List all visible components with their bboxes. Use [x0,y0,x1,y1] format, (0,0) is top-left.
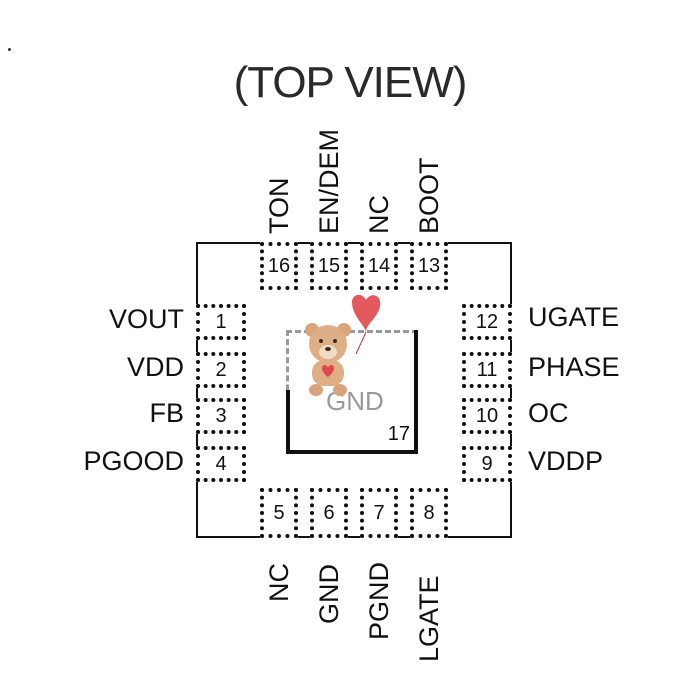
pin-14-pad: 14 [360,242,398,290]
ic-package: 16 15 14 13 5 6 7 8 1 2 3 4 12 11 10 9 G… [196,242,512,538]
pin-9-label: VDDP [528,446,604,476]
exposed-pad-edge [286,390,290,454]
pin-8-pad: 8 [410,488,448,538]
pin-12-pad: 12 [462,304,512,340]
pin-14-label: NC [364,195,394,234]
pin-8-label: LGATE [414,575,444,662]
pin-13-pad: 13 [410,242,448,290]
pin-16-label: TON [264,177,294,234]
pin-4-label: PGOOD [83,446,184,476]
exposed-pad-edge [414,330,418,454]
pin-11-label: PHASE [528,352,620,382]
pin-7-pad: 7 [360,488,398,538]
pin-5-pad: 5 [260,488,298,538]
pin-2-label: VDD [126,352,184,382]
pin-15-pad: 15 [310,242,348,290]
pin-7-label: PGND [364,561,394,640]
pin-6-pad: 6 [310,488,348,538]
exposed-pad-number: 17 [387,423,410,445]
pin-3-label: FB [149,398,184,428]
pin-1-label: VOUT [108,304,184,334]
pin-9-pad: 9 [462,446,512,482]
pin-5-label: NC [264,563,294,602]
pin-12-label: UGATE [528,302,620,332]
pin-15-label: EN/DEM [314,128,344,234]
pin-2-pad: 2 [196,352,246,388]
teddy-bear-with-heart-balloon-icon [305,294,381,396]
pin-1-pad: 1 [196,304,246,340]
pin-13-label: BOOT [414,157,444,234]
diagram-title: (TOP VIEW) [233,58,468,107]
stray-dot [8,48,11,51]
pin-3-pad: 3 [196,398,246,434]
pin-4-pad: 4 [196,446,246,482]
pin-11-pad: 11 [462,352,512,388]
pin-10-label: OC [528,398,569,428]
pin-10-pad: 10 [462,398,512,434]
pin-16-pad: 16 [260,242,298,290]
pin-6-label: GND [314,564,344,624]
exposed-pad-edge [286,450,418,454]
